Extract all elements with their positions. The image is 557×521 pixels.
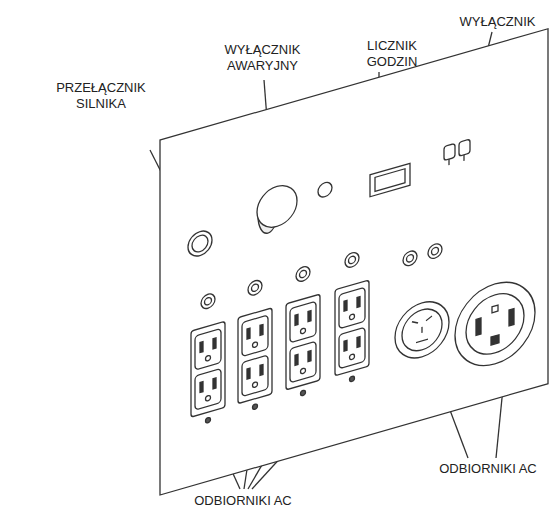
part-label: ODBIORNIKI AC xyxy=(428,461,548,477)
part-label: WYŁĄCZNIK AWARYJNY xyxy=(210,42,315,75)
part-label: PRZEŁĄCZNIK SILNIKA xyxy=(42,80,160,113)
part-label: WYŁĄCZNIK xyxy=(450,14,545,30)
part-label: ODBIORNIKI AC xyxy=(178,493,308,509)
part-label: LICZNIK GODZIN xyxy=(356,38,428,71)
